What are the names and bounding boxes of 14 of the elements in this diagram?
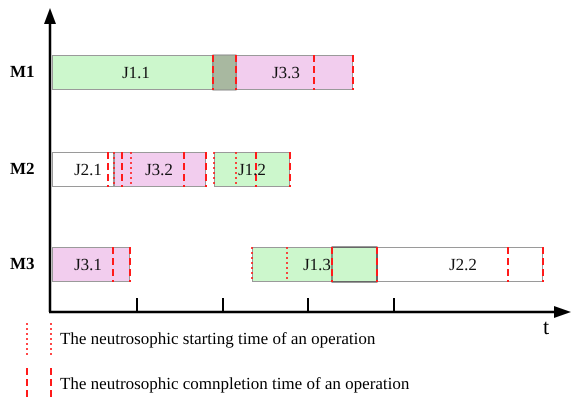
operation-bar: J2.1 [52, 152, 114, 187]
machine-label: M2 [10, 159, 35, 179]
axis-label: t [543, 314, 550, 340]
operation-bar: J2.2 [377, 247, 543, 282]
machine-label: M1 [10, 62, 35, 82]
operation-bar: J1.2 [214, 152, 290, 187]
operation-bar: J1.1 [52, 55, 213, 90]
operation-bar: J3.1 [52, 247, 130, 282]
operation-bar: J3.3 [236, 55, 353, 90]
legend-text: The neutrosophic comnpletion time of an operation [60, 374, 410, 394]
legend-text: The neutrosophic starting time of an operation [60, 329, 376, 349]
machine-label: M3 [10, 254, 35, 274]
operation-bar: J3.2 [114, 152, 206, 187]
operation-bar: J1.3 [252, 247, 377, 282]
